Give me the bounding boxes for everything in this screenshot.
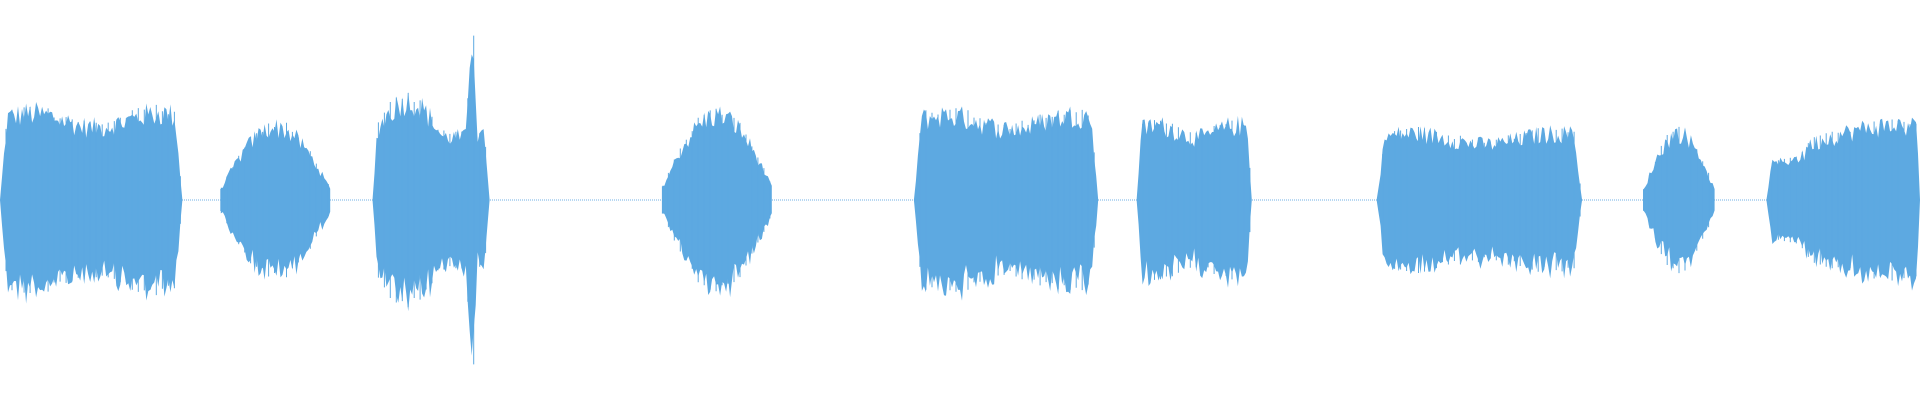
waveform-segment-7 bbox=[1376, 125, 1583, 279]
waveform-segments bbox=[0, 35, 1920, 365]
waveform-segment-3 bbox=[372, 54, 490, 356]
waveform-segment-9 bbox=[1766, 117, 1920, 291]
waveform-segment-6 bbox=[1136, 115, 1252, 288]
waveform-segment-2 bbox=[220, 119, 331, 280]
waveform-segment-1 bbox=[0, 102, 183, 304]
waveform-segment-4 bbox=[662, 106, 772, 298]
